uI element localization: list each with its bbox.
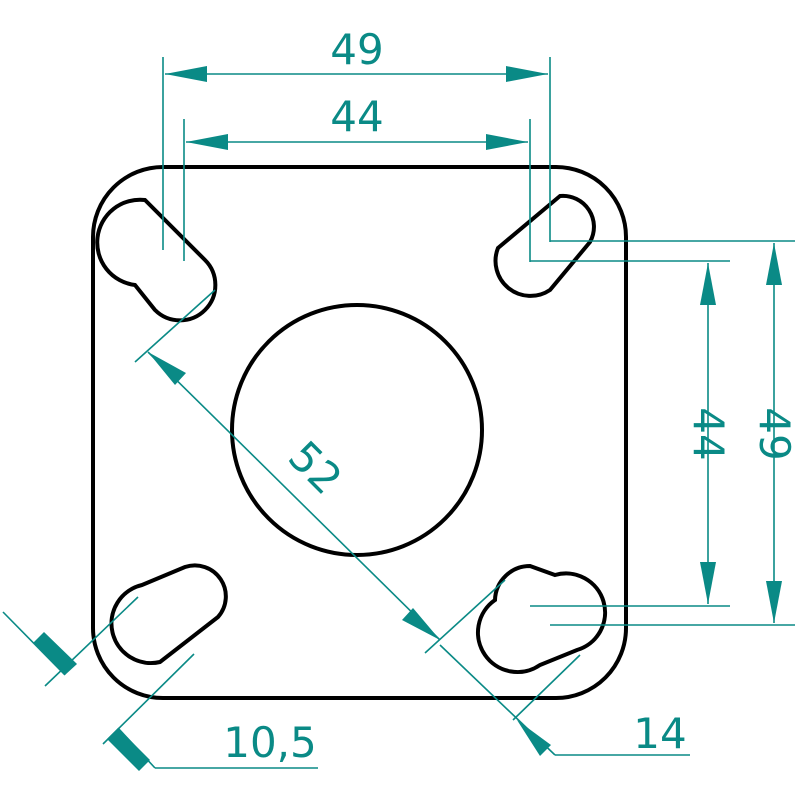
arrow-head: [766, 581, 782, 623]
arrow-head: [517, 720, 551, 756]
part-outline: [91, 165, 628, 700]
arrow-head: [148, 352, 186, 385]
arrow-head: [107, 728, 150, 771]
dim-label-outer-height: 49: [750, 407, 799, 460]
arrow-head: [700, 263, 716, 305]
arrow-head: [402, 608, 440, 640]
dim-label-slot-width: 10,5: [223, 718, 317, 767]
slot-bottom-right: [476, 563, 608, 674]
dim-label-outer-width: 49: [330, 25, 383, 74]
arrow-head: [165, 66, 207, 82]
dim-outer-height: 49: [550, 240, 799, 626]
arrow-head: [506, 66, 548, 82]
dim-outer-width: 49: [162, 25, 551, 250]
arrow-head: [33, 632, 77, 675]
arrow-head: [186, 134, 228, 150]
slot-top-right: [493, 193, 596, 298]
dim-label-inner-width: 44: [330, 92, 383, 141]
arrow-head: [700, 562, 716, 604]
center-bore: [230, 303, 484, 557]
dim-slot-width: 10,5: [2, 596, 318, 771]
dim-label-slot-length: 14: [633, 709, 686, 758]
plate-outline: [91, 165, 628, 700]
dim-slot-length: 14: [439, 644, 690, 758]
dim-label-inner-height: 44: [684, 407, 733, 460]
arrow-head: [486, 134, 528, 150]
dim-inner-width: 44: [183, 92, 531, 262]
arrow-head: [766, 243, 782, 285]
slot-bottom-left: [109, 563, 228, 666]
dim-inner-height: 44: [530, 260, 733, 607]
